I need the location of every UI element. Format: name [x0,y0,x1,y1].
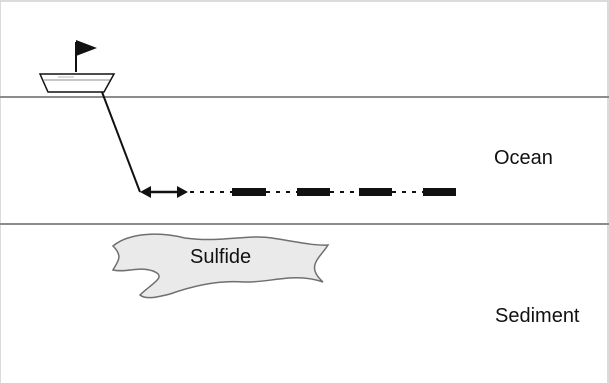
sulfide-shape [111,233,330,299]
sulfide-label: Sulfide [190,246,251,268]
double-arrow-icon [140,186,188,198]
flag-icon [75,40,97,72]
boat-icon [38,73,116,93]
sediment-label: Sediment [495,305,580,327]
ocean-label: Ocean [494,147,553,169]
streamer-line [190,188,456,196]
tow-cable [101,91,141,193]
